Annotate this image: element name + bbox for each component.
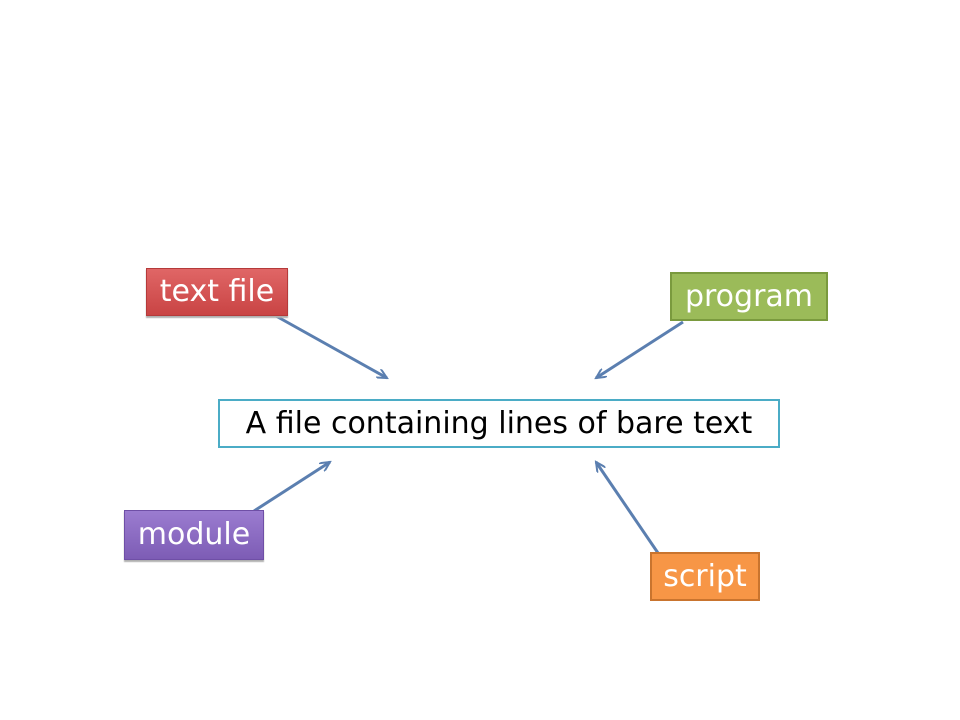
arrow-program: [596, 320, 684, 380]
module-label: module: [124, 510, 264, 560]
script-label: script: [650, 552, 760, 601]
arrow-text-file: [275, 314, 387, 380]
program-label: program: [670, 272, 828, 321]
central-definition-box: A file containing lines of bare text: [218, 399, 780, 448]
text-file-label: text file: [146, 268, 288, 316]
arrow-module: [253, 460, 330, 513]
arrow-script: [596, 462, 660, 554]
